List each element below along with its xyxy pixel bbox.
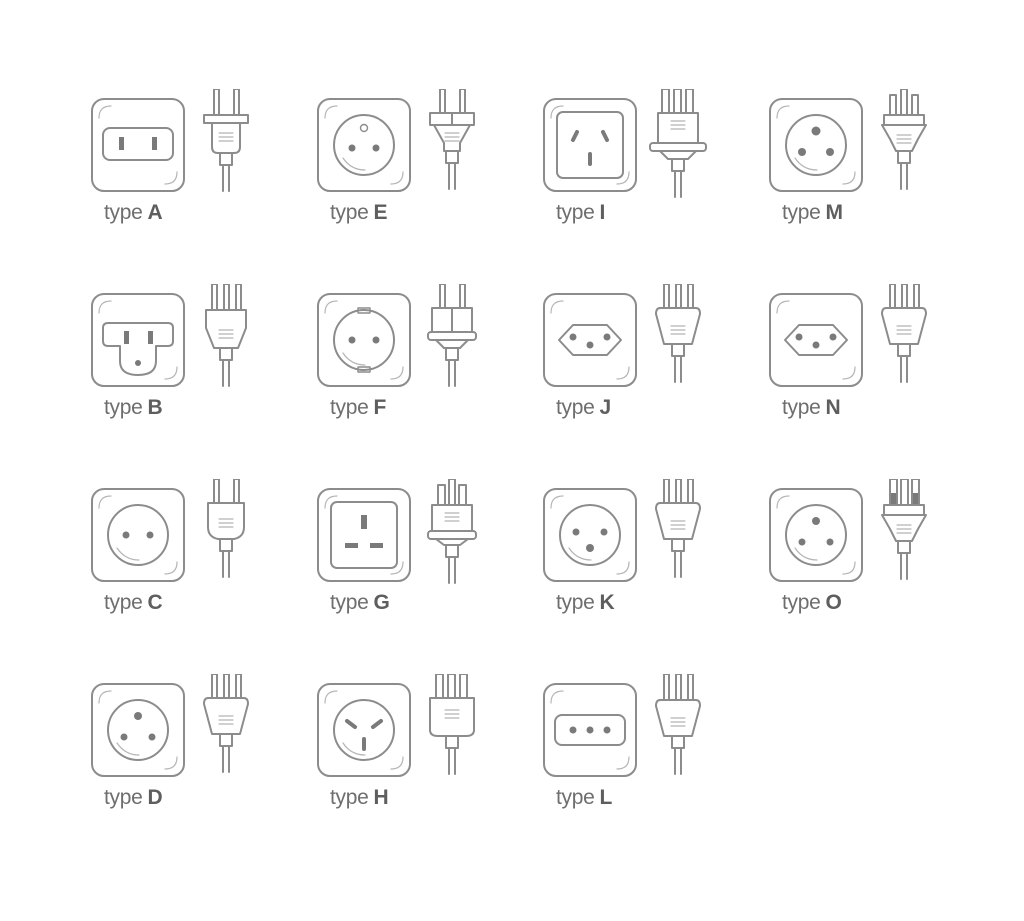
type-letter: N — [825, 396, 841, 419]
socket-icon — [317, 293, 411, 387]
socket-icon — [317, 683, 411, 777]
type-label-prefix: type — [104, 786, 143, 809]
plug-icon — [207, 479, 245, 578]
type-label-prefix: type — [782, 201, 821, 224]
socket-icon — [769, 98, 863, 192]
socket-icon — [769, 293, 863, 387]
type-letter: K — [599, 591, 615, 614]
plug-icon — [649, 89, 707, 198]
plug-icon — [429, 89, 475, 190]
type-letter: D — [147, 786, 163, 809]
plug-icon — [881, 89, 927, 190]
socket-icon — [91, 98, 185, 192]
socket-icon — [543, 293, 637, 387]
type-letter: A — [147, 201, 163, 224]
type-label-prefix: type — [104, 201, 143, 224]
type-letter: I — [599, 201, 606, 224]
type-letter: J — [599, 396, 612, 419]
type-label-prefix: type — [556, 396, 595, 419]
socket-icon — [317, 488, 411, 582]
plug-icon — [205, 284, 247, 387]
type-label-prefix: type — [330, 591, 369, 614]
plug-icon — [655, 674, 701, 775]
type-label-prefix: type — [556, 786, 595, 809]
plug-icon — [203, 674, 249, 773]
plug-icon — [881, 479, 927, 580]
type-label-prefix: type — [104, 591, 143, 614]
socket-icon — [543, 98, 637, 192]
type-letter: B — [147, 396, 163, 419]
type-letter: H — [373, 786, 389, 809]
type-letter: L — [599, 786, 613, 809]
plug-icon — [655, 284, 701, 383]
socket-icon — [769, 488, 863, 582]
plug-icon — [655, 479, 701, 578]
socket-icon — [543, 488, 637, 582]
type-letter: O — [825, 591, 842, 614]
type-letter: G — [373, 591, 390, 614]
type-label-prefix: type — [782, 591, 821, 614]
type-label-prefix: type — [330, 201, 369, 224]
plug-icon — [427, 479, 477, 584]
socket-icon — [91, 683, 185, 777]
plug-icon — [203, 89, 249, 192]
type-label-prefix: type — [330, 786, 369, 809]
type-label-prefix: type — [556, 591, 595, 614]
type-label-prefix: type — [104, 396, 143, 419]
type-label-prefix: type — [556, 201, 595, 224]
socket-icon — [543, 683, 637, 777]
type-label-prefix: type — [782, 396, 821, 419]
plug-icon — [881, 284, 927, 383]
type-letter: M — [825, 201, 844, 224]
plug-icon — [429, 674, 475, 775]
type-label-prefix: type — [330, 396, 369, 419]
type-letter: F — [373, 396, 387, 419]
type-letter: C — [147, 591, 163, 614]
socket-icon — [91, 488, 185, 582]
plug-icon — [427, 284, 477, 387]
socket-icon — [91, 293, 185, 387]
socket-icon — [317, 98, 411, 192]
type-letter: E — [373, 201, 388, 224]
